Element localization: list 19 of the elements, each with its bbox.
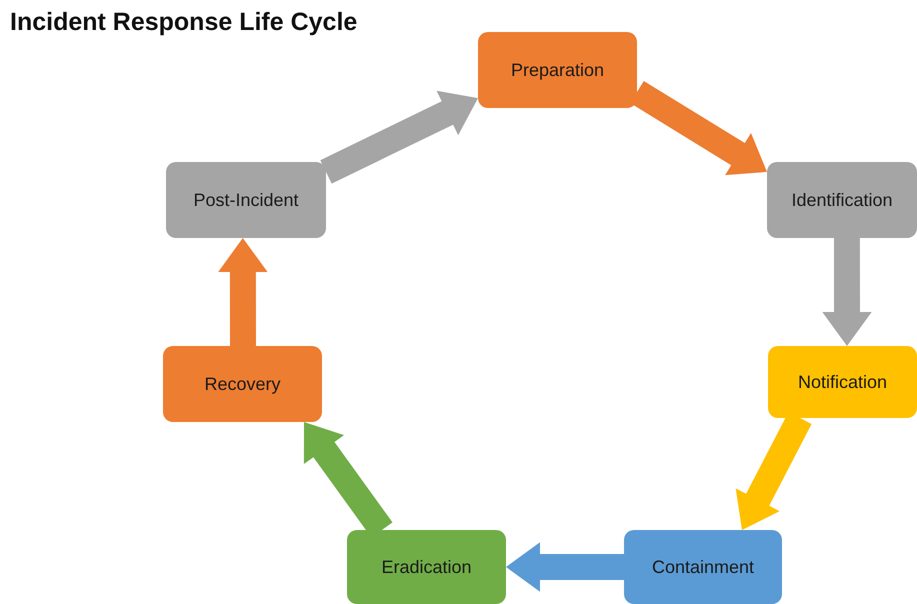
box-label: Post-Incident [193, 190, 299, 210]
process-box [624, 530, 782, 604]
process-box [347, 530, 506, 604]
block-arrow [822, 238, 872, 346]
box-label: Containment [652, 556, 754, 578]
box-label: Recovery [204, 374, 281, 394]
process-box [767, 162, 917, 238]
block-arrow [320, 90, 478, 184]
process-box [166, 162, 326, 238]
box-label: Notification [798, 372, 888, 392]
process-box [163, 346, 322, 422]
block-arrow [218, 238, 268, 346]
diagram-title: Incident Response Life Cycle [10, 8, 358, 37]
box-label: Preparation [510, 60, 604, 80]
process-box [478, 32, 637, 108]
box-label: Identification [791, 190, 893, 210]
block-arrow [506, 542, 624, 592]
process-box [768, 346, 917, 418]
box-label: Eradication [381, 556, 472, 578]
